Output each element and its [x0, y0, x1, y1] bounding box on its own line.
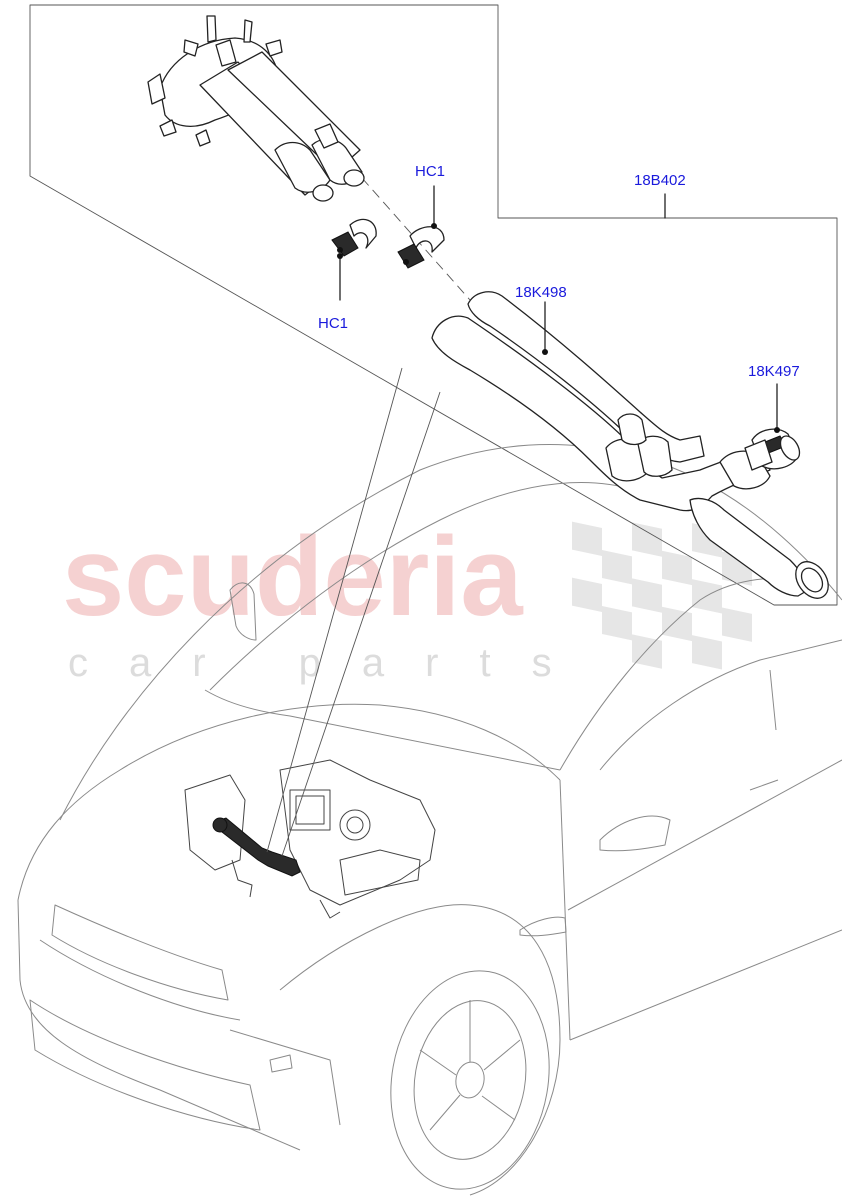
callout-leaders — [337, 185, 780, 433]
vehicle-outline — [17, 444, 842, 1196]
callout-hc1-left: HC1 — [318, 315, 348, 332]
callout-18k498: 18K498 — [515, 284, 567, 301]
heater-core-assembly — [147, 15, 365, 202]
callout-hc1-top: HC1 — [415, 163, 445, 180]
quick-connector-18k497 — [719, 428, 801, 490]
hose-clamp-hc1-left — [331, 218, 377, 257]
hose-clamp-hc1-top — [397, 226, 445, 269]
heater-hose-18k498 — [431, 291, 829, 599]
checkered-flag-graphic — [572, 521, 752, 670]
detail-frame — [29, 4, 838, 606]
callout-18b402: 18B402 — [634, 172, 686, 189]
watermark-tagline: car parts — [68, 641, 593, 685]
callout-labels: HC1 HC1 18B402 18K498 18K497 — [318, 163, 800, 380]
watermark: scuderia car parts — [62, 514, 752, 685]
callout-18k497: 18K497 — [748, 363, 800, 380]
engine-bay — [184, 759, 436, 919]
watermark-brand: scuderia — [62, 514, 523, 639]
